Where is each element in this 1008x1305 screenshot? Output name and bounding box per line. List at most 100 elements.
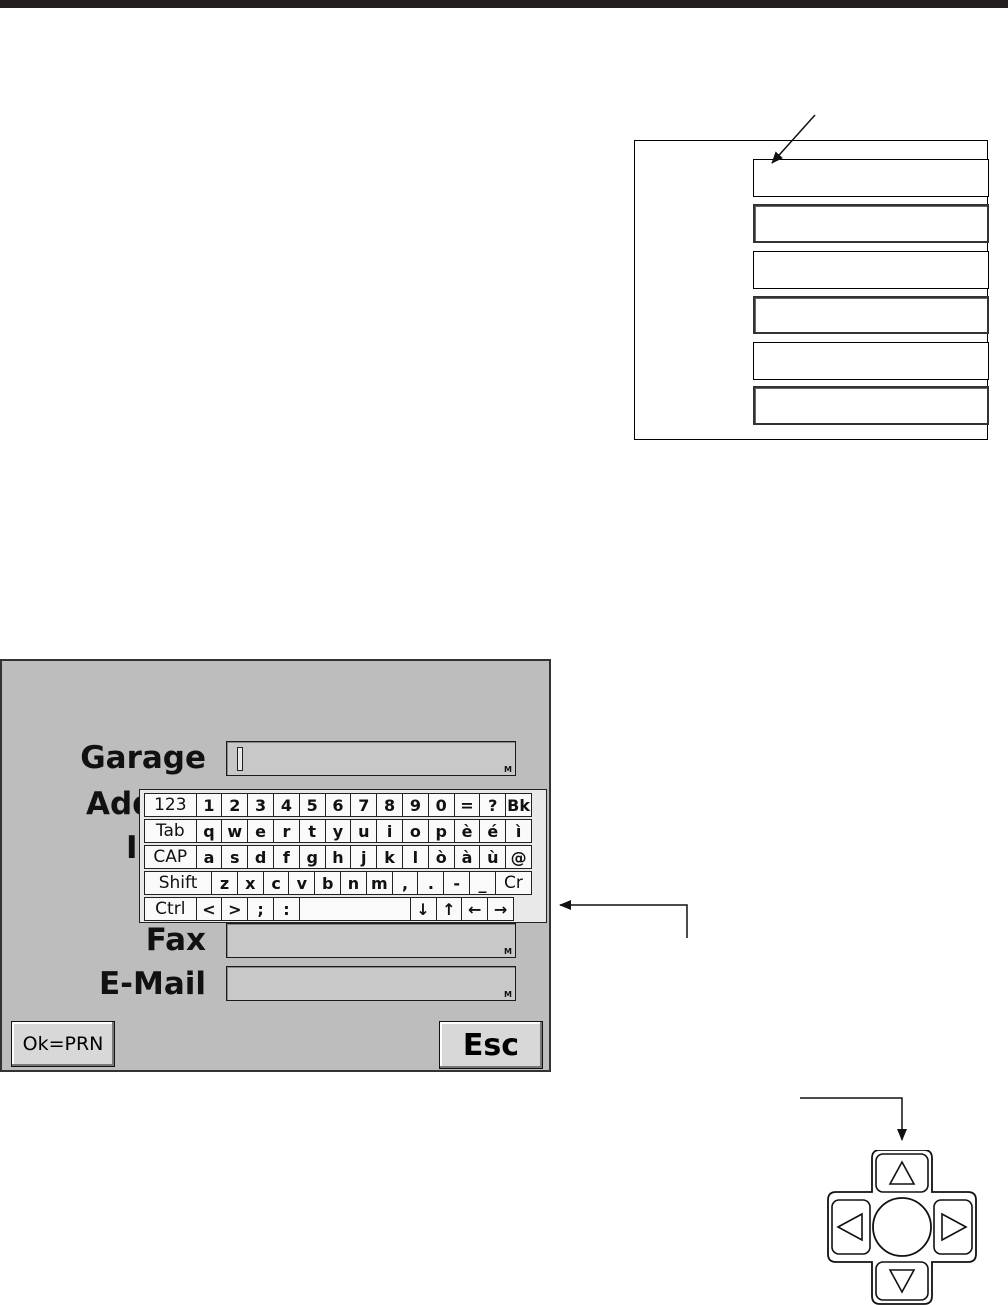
email-field[interactable]: M (226, 966, 516, 1001)
key[interactable]: - (443, 871, 471, 895)
key[interactable]: q (195, 819, 223, 843)
key[interactable]: c (262, 871, 290, 895)
fax-field[interactable]: M (226, 923, 516, 958)
triangle-right-icon (941, 1212, 968, 1242)
key[interactable]: o (402, 819, 429, 843)
key[interactable]: 1 (195, 793, 223, 817)
dpad-up-button[interactable] (875, 1153, 929, 1193)
illustration-field-5 (753, 342, 989, 380)
field-label-fax: Fax (145, 922, 206, 958)
key[interactable]: Tab (144, 819, 197, 843)
key[interactable]: i (376, 819, 403, 843)
key[interactable]: l (402, 845, 429, 869)
illustration-field-4 (753, 296, 989, 334)
key[interactable]: , (391, 871, 419, 895)
garage-field[interactable]: M (226, 741, 516, 776)
key[interactable]: ù (479, 845, 507, 869)
key[interactable]: h (324, 845, 352, 869)
key-space[interactable] (298, 897, 411, 921)
key[interactable]: m (365, 871, 393, 895)
key[interactable]: 2 (221, 793, 249, 817)
key[interactable]: f (273, 845, 300, 869)
key[interactable]: ? (479, 793, 507, 817)
field-label-garage: Garage (80, 740, 206, 776)
key[interactable]: n (340, 871, 367, 895)
dpad-left-button[interactable] (831, 1199, 871, 1255)
text-cursor (237, 747, 243, 771)
illustration-field-3 (753, 251, 989, 289)
key[interactable]: → (487, 897, 514, 921)
key[interactable]: Bk (505, 793, 532, 817)
directional-pad (827, 1150, 977, 1305)
key[interactable]: 5 (298, 793, 326, 817)
key[interactable]: 3 (247, 793, 274, 817)
key[interactable]: ↓ (409, 897, 437, 921)
key[interactable]: @ (505, 845, 532, 869)
field-marker: M (504, 990, 512, 999)
key[interactable]: < (195, 897, 223, 921)
key[interactable]: 123 (144, 793, 197, 817)
triangle-up-icon (888, 1160, 916, 1185)
illustration-field-1 (753, 159, 989, 197)
key[interactable]: z (211, 871, 238, 895)
key[interactable]: a (195, 845, 223, 869)
key[interactable]: w (221, 819, 249, 843)
key[interactable]: 6 (324, 793, 352, 817)
dpad-down-button[interactable] (875, 1261, 929, 1301)
key[interactable]: > (221, 897, 249, 921)
key[interactable]: j (350, 845, 378, 869)
ok-prn-button[interactable]: Ok=PRN (11, 1021, 115, 1067)
key[interactable]: ò (427, 845, 455, 869)
key[interactable]: = (453, 793, 481, 817)
key[interactable]: p (427, 819, 455, 843)
key[interactable]: b (314, 871, 342, 895)
arrow-to-up-key (800, 1097, 907, 1141)
key[interactable]: y (324, 819, 352, 843)
field-marker: M (504, 947, 512, 956)
field-marker: M (504, 765, 512, 774)
key[interactable]: s (221, 845, 249, 869)
key[interactable]: _ (469, 871, 496, 895)
key[interactable]: e (247, 819, 274, 843)
key[interactable]: u (350, 819, 378, 843)
key[interactable]: Ctrl (144, 897, 197, 921)
field-label-partial: I (126, 830, 138, 866)
key[interactable]: 0 (427, 793, 455, 817)
key[interactable]: ì (505, 819, 532, 843)
key[interactable]: à (453, 845, 481, 869)
key[interactable]: 8 (376, 793, 403, 817)
key[interactable]: d (247, 845, 274, 869)
key[interactable]: è (453, 819, 481, 843)
key[interactable]: r (273, 819, 300, 843)
key[interactable]: Shift (144, 871, 213, 895)
key[interactable]: 7 (350, 793, 378, 817)
key[interactable]: t (298, 819, 326, 843)
triangle-left-icon (836, 1212, 863, 1242)
key[interactable]: é (479, 819, 507, 843)
key[interactable]: 4 (273, 793, 300, 817)
arrow-to-first-field (771, 114, 816, 164)
key[interactable]: Cr (494, 871, 532, 895)
key[interactable]: x (236, 871, 264, 895)
arrow-to-keyboard (559, 900, 688, 938)
illustration-field-6 (753, 386, 989, 425)
dpad-center-button[interactable] (872, 1197, 932, 1257)
key[interactable]: ↑ (435, 897, 463, 921)
key[interactable]: ; (247, 897, 274, 921)
form-illustration (634, 140, 989, 440)
key[interactable]: CAP (144, 845, 197, 869)
key[interactable]: : (273, 897, 300, 921)
field-label-email: E-Mail (98, 966, 206, 1002)
key[interactable]: v (288, 871, 316, 895)
key[interactable]: g (298, 845, 326, 869)
key[interactable]: 9 (402, 793, 429, 817)
triangle-down-icon (888, 1269, 916, 1294)
key[interactable]: k (376, 845, 403, 869)
key[interactable]: ← (461, 897, 489, 921)
key[interactable]: . (417, 871, 445, 895)
dpad-right-button[interactable] (933, 1199, 973, 1255)
device-screen: Garage M Add I Fax M E-Mail M Ok=PRN Esc… (0, 659, 551, 1072)
esc-button[interactable]: Esc (439, 1021, 543, 1069)
